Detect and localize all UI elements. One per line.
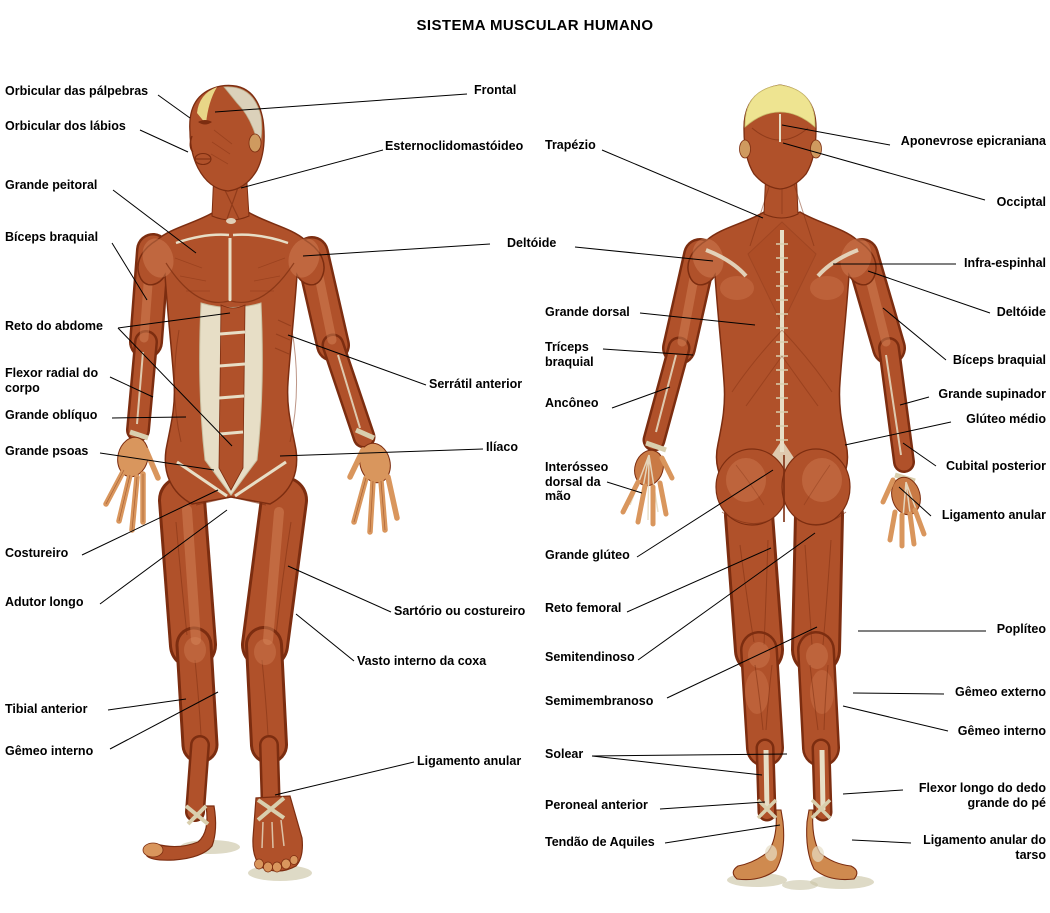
label-anconeo: Ancôneo [545, 396, 599, 410]
leader-lines [81, 93, 991, 844]
label-gluteo-medio: Glúteo médio [966, 412, 1046, 426]
label-flexor-radial-do-corpo: Flexor radial do corpo [5, 366, 99, 395]
label-esternoclidomastoideo: Esternoclidomastóideo [385, 139, 524, 153]
label-grande-psoas: Grande psoas [5, 444, 89, 458]
label-triceps-braquial: Tríceps braquial [545, 340, 594, 369]
posterior-feet [732, 798, 858, 881]
label-cubital-posterior: Cubital posterior [945, 459, 1046, 473]
label-reto-femoral: Reto femoral [545, 601, 622, 615]
label-trapezio: Trapézio [545, 138, 596, 152]
label-grande-peitoral: Grande peitoral [5, 178, 98, 192]
label-biceps-braquial-posterior: Bíceps braquial [952, 353, 1046, 367]
label-grande-gluteo: Grande glúteo [545, 548, 630, 562]
label-adutor-longo: Adutor longo [5, 595, 84, 609]
label-gemeo-interno-anterior: Gêmeo interno [5, 744, 94, 758]
anterior-figure-illustration [103, 84, 400, 881]
anterior-torso [137, 211, 325, 506]
label-gemeo-externo: Gêmeo externo [954, 685, 1046, 699]
label-popliteo: Poplíteo [996, 622, 1046, 636]
label-gemeo-interno-posterior: Gêmeo interno [957, 724, 1046, 738]
label-flexor-longo-do-dedo-grande-do-pe: Flexor longo do dedo grande do pé [918, 781, 1046, 810]
anterior-feet [142, 795, 303, 873]
label-tendao-de-aquiles: Tendão de Aquiles [545, 835, 655, 849]
label-biceps-braquial-anterior: Bíceps braquial [5, 230, 99, 244]
label-semimembranoso: Semimembranoso [545, 694, 654, 708]
posterior-foot-shadows [727, 873, 874, 890]
label-grande-obliquo: Grande oblíquo [5, 408, 98, 422]
label-ligamento-anular-do-tarso: Ligamento anular do tarso [923, 833, 1046, 862]
label-reto-do-abdome: Reto do abdome [5, 319, 103, 333]
page-title: SISTEMA MUSCULAR HUMANO [416, 17, 654, 34]
posterior-figure-illustration [620, 84, 927, 890]
label-infra-espinhal: Infra-espinhal [964, 256, 1046, 270]
label-orbicular-das-palpebras: Orbicular das pálpebras [5, 84, 149, 98]
label-grande-dorsal: Grande dorsal [545, 305, 630, 319]
label-sartorio-ou-costureiro: Sartório ou costureiro [394, 604, 526, 618]
label-deltoide-central: Deltóide [507, 236, 557, 250]
label-serratil-anterior: Serrátil anterior [429, 377, 523, 391]
posterior-legs [724, 490, 844, 822]
label-costureiro: Costureiro [5, 546, 69, 560]
posterior-torso [687, 211, 877, 493]
anterior-hands [103, 436, 400, 535]
label-frontal: Frontal [474, 83, 517, 97]
label-peroneal-anterior: Peroneal anterior [545, 798, 648, 812]
label-orbicular-dos-labios: Orbicular dos lábios [5, 119, 126, 133]
anterior-head [189, 84, 265, 192]
label-aponevrose-epicraniana: Aponevrose epicraniana [900, 134, 1046, 148]
label-solear: Solear [545, 747, 584, 761]
posterior-hands [620, 449, 927, 549]
anterior-legs [158, 476, 308, 822]
posterior-head [739, 84, 822, 190]
label-interosseo-dorsal-da-mao: Interósseo dorsal da mão [545, 460, 609, 503]
label-ligamento-anular-posterior: Ligamento anular [941, 508, 1046, 522]
label-grande-supinador: Grande supinador [938, 387, 1046, 401]
posterior-glutes [715, 448, 851, 526]
label-occiptal: Occiptal [996, 195, 1046, 209]
label-tibial-anterior: Tibial anterior [5, 702, 88, 716]
label-vasto-interno-da-coxa: Vasto interno da coxa [357, 654, 487, 668]
label-deltoide-posterior: Deltóide [996, 305, 1046, 319]
label-ligamento-anular-anterior: Ligamento anular [417, 754, 522, 768]
label-semitendinoso: Semitendinoso [545, 650, 635, 664]
label-iliaco: Ilíaco [486, 440, 518, 454]
